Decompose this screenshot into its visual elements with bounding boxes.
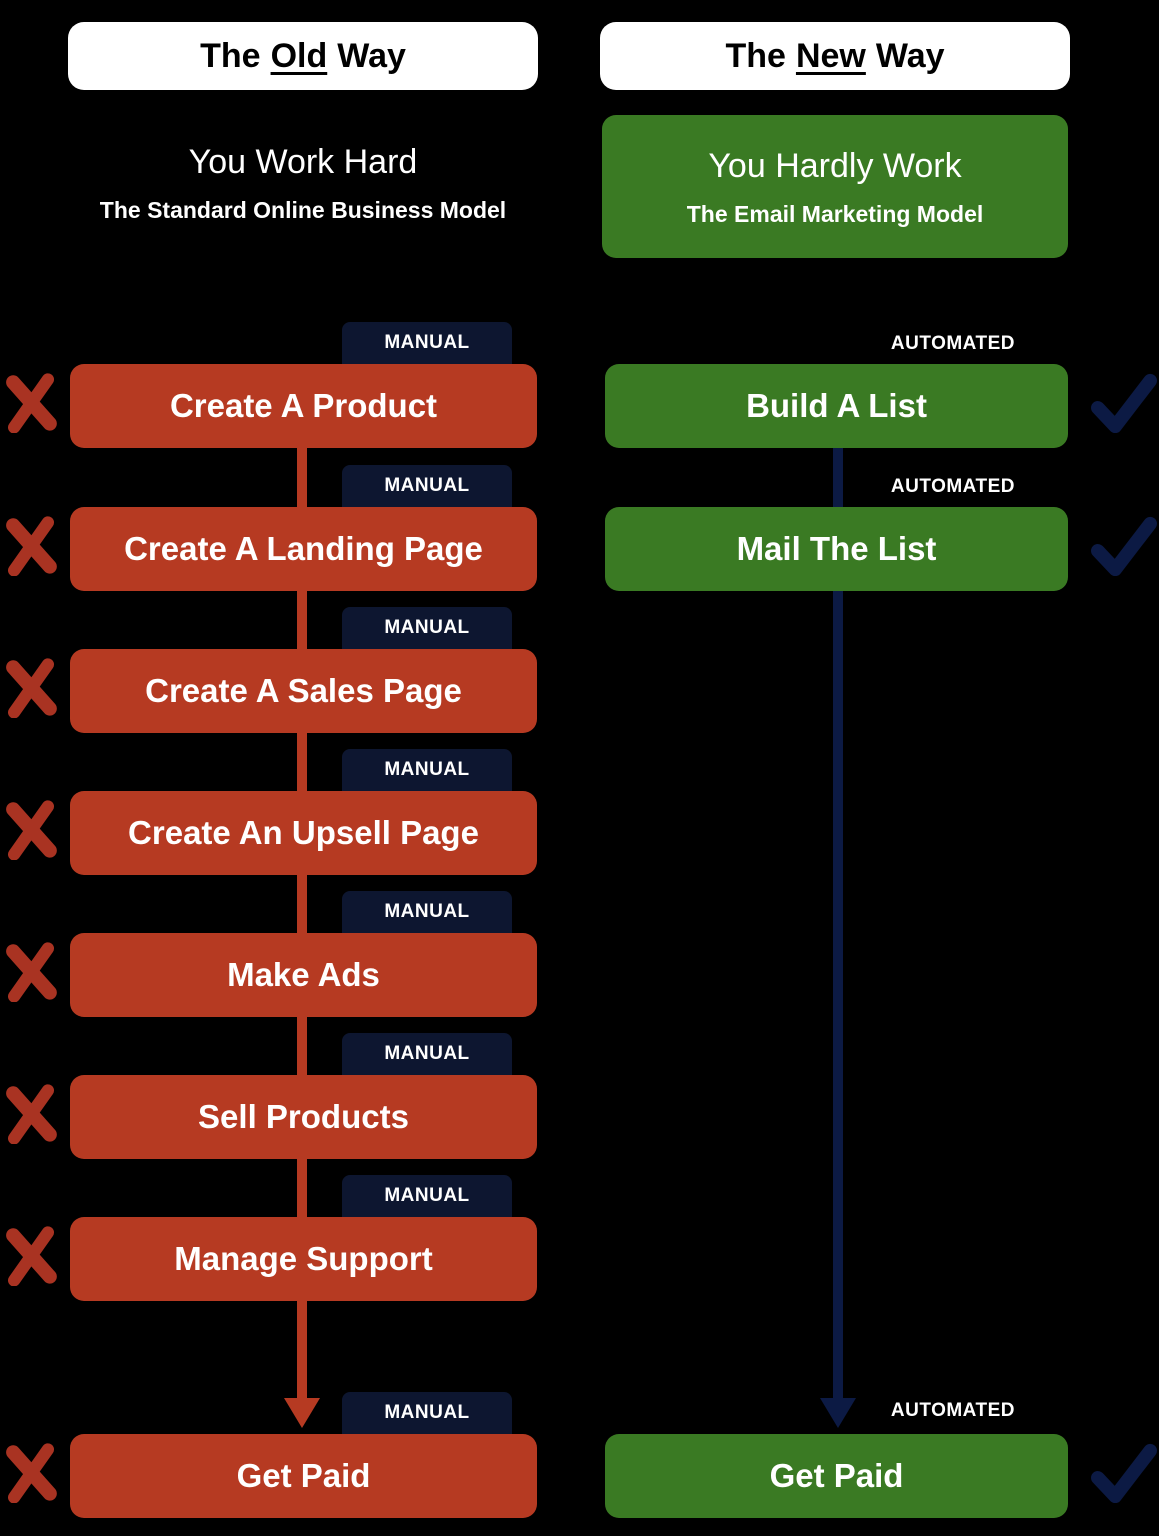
flow-line-new-2 bbox=[833, 591, 843, 1398]
check-icon bbox=[1091, 1443, 1157, 1504]
flow-line-old-6 bbox=[297, 1159, 307, 1217]
arrow-down-icon bbox=[284, 1398, 320, 1428]
manual-badge: MANUAL bbox=[342, 891, 512, 941]
arrow-down-icon bbox=[820, 1398, 856, 1428]
old-way-header-pre: The bbox=[200, 36, 261, 75]
x-icon bbox=[6, 800, 57, 860]
manual-badge: MANUAL bbox=[342, 607, 512, 657]
manual-badge: MANUAL bbox=[342, 1033, 512, 1083]
step-create-a-landing-page: Create A Landing Page bbox=[70, 507, 537, 591]
manual-badge: MANUAL bbox=[342, 322, 512, 372]
old-way-header-emphasis: Old bbox=[270, 36, 328, 75]
step-get-paid-new: Get Paid bbox=[605, 1434, 1068, 1518]
new-model-label: The Email Marketing Model bbox=[686, 201, 984, 227]
automated-badge: AUTOMATED bbox=[890, 333, 1015, 354]
new-way-header-emphasis: New bbox=[795, 36, 866, 75]
new-header-card bbox=[602, 115, 1068, 258]
check-icon bbox=[1091, 373, 1157, 434]
x-icon bbox=[6, 1084, 57, 1144]
step-create-a-sales-page: Create A Sales Page bbox=[70, 649, 537, 733]
automated-badge: AUTOMATED bbox=[890, 476, 1015, 497]
flow-line-old-7 bbox=[297, 1301, 307, 1398]
step-build-a-list: Build A List bbox=[605, 364, 1068, 448]
x-icon bbox=[6, 373, 57, 433]
flow-line-old-2 bbox=[297, 591, 307, 649]
check-icon bbox=[1091, 516, 1157, 577]
flow-line-old-5 bbox=[297, 1017, 307, 1075]
new-tagline: You Hardly Work bbox=[708, 147, 962, 185]
x-icon bbox=[6, 1226, 57, 1286]
new-way-header-pre: The bbox=[725, 36, 786, 75]
step-get-paid-old: Get Paid bbox=[70, 1434, 537, 1518]
step-create-a-product: Create A Product bbox=[70, 364, 537, 448]
flow-line-new-1 bbox=[833, 448, 843, 507]
manual-badge: MANUAL bbox=[342, 1392, 512, 1442]
step-manage-support: Manage Support bbox=[70, 1217, 537, 1301]
manual-badge: MANUAL bbox=[342, 1175, 512, 1225]
step-create-an-upsell-page: Create An Upsell Page bbox=[70, 791, 537, 875]
old-tagline: You Work Hard bbox=[188, 143, 418, 181]
step-make-ads: Make Ads bbox=[70, 933, 537, 1017]
flow-line-old-4 bbox=[297, 875, 307, 933]
old-model-label: The Standard Online Business Model bbox=[99, 197, 507, 223]
flow-line-old-1 bbox=[297, 448, 307, 507]
x-icon bbox=[6, 1443, 57, 1503]
automated-badge: AUTOMATED bbox=[890, 1400, 1015, 1421]
step-mail-the-list: Mail The List bbox=[605, 507, 1068, 591]
old-way-header-post: Way bbox=[337, 36, 406, 75]
x-icon bbox=[6, 942, 57, 1002]
step-sell-products: Sell Products bbox=[70, 1075, 537, 1159]
flow-line-old-3 bbox=[297, 733, 307, 791]
new-way-header-post: Way bbox=[875, 36, 945, 75]
manual-badge: MANUAL bbox=[342, 465, 512, 515]
manual-badge: MANUAL bbox=[342, 749, 512, 799]
x-icon bbox=[6, 516, 57, 576]
x-icon bbox=[6, 658, 57, 718]
